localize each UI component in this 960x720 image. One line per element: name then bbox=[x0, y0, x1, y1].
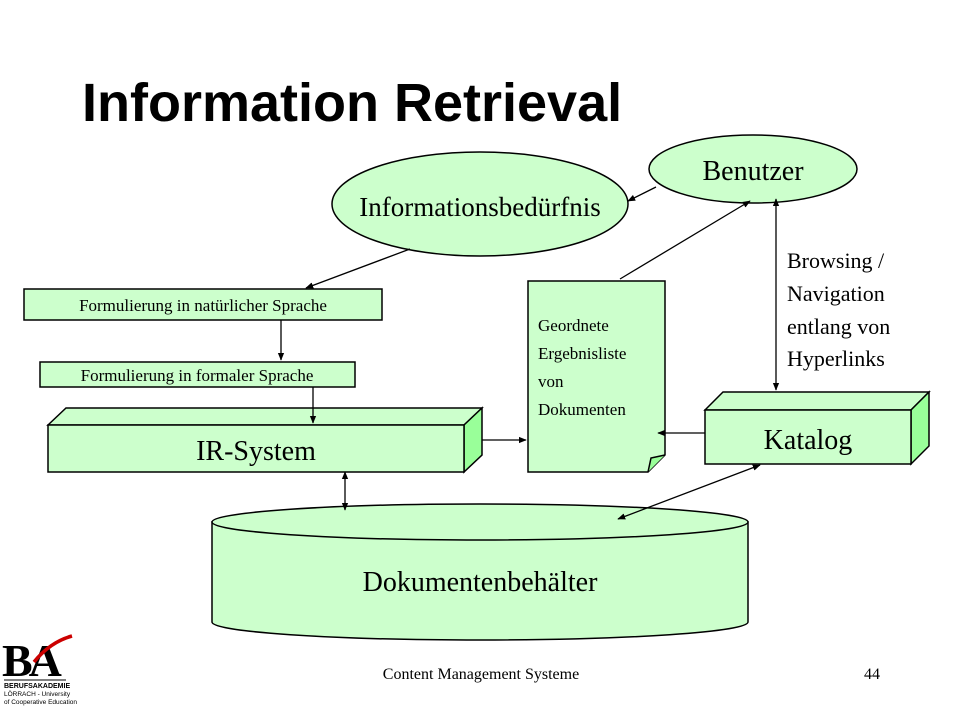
result-list-line: Dokumenten bbox=[538, 400, 626, 419]
ir-system-box: IR-System bbox=[46, 406, 484, 474]
info-need-label: Informationsbedürfnis bbox=[359, 192, 600, 222]
repository-label: Dokumentenbehälter bbox=[363, 567, 598, 598]
formal-language-label: Formulierung in formaler Sprache bbox=[81, 366, 314, 385]
arrows bbox=[277, 186, 780, 520]
result-list-node: Geordnete Ergebnisliste von Dokumenten bbox=[527, 280, 666, 473]
repository-cylinder: Dokumentenbehälter bbox=[211, 503, 749, 641]
browsing-line: entlang von bbox=[787, 314, 890, 339]
user-label: Benutzer bbox=[702, 156, 804, 187]
browsing-line: Browsing / bbox=[787, 248, 885, 273]
result-list-line: von bbox=[538, 372, 564, 391]
arrow-repository-catalog bbox=[617, 464, 761, 520]
user-node: Benutzer bbox=[648, 134, 858, 204]
logo-line: BERUFSAKADEMIE bbox=[4, 683, 70, 690]
arrow-results-to-user bbox=[619, 200, 751, 280]
browsing-line: Hyperlinks bbox=[787, 346, 885, 371]
logo-swoosh bbox=[32, 634, 73, 664]
ba-logo: BA BERUFSAKADEMIE LÖRRACH - University o… bbox=[2, 634, 77, 706]
arrow-user-to-need bbox=[627, 186, 657, 202]
footer-text: Content Management Systeme bbox=[383, 666, 579, 683]
slide-title: Information Retrieval bbox=[82, 73, 622, 133]
result-list-line: Geordnete bbox=[538, 316, 609, 335]
result-list-label: Geordnete Ergebnisliste von Dokumenten bbox=[538, 316, 631, 419]
browsing-label: Browsing / Navigation entlang von Hyperl… bbox=[787, 248, 896, 371]
arrow-need-to-natural bbox=[305, 248, 411, 289]
page-number: 44 bbox=[864, 666, 880, 683]
info-need-node: Informationsbedürfnis bbox=[331, 151, 629, 257]
formal-language-box: Formulierung in formaler Sprache bbox=[39, 361, 356, 388]
logo-line: LÖRRACH - University bbox=[4, 690, 71, 698]
logo-line: of Cooperative Education bbox=[4, 699, 77, 706]
browsing-line: Navigation bbox=[787, 281, 885, 306]
ir-system-label: IR-System bbox=[196, 436, 316, 467]
natural-language-label: Formulierung in natürlicher Sprache bbox=[79, 296, 327, 315]
result-list-line: Ergebnisliste bbox=[538, 344, 626, 363]
catalog-label: Katalog bbox=[764, 425, 853, 456]
catalog-box: Katalog bbox=[703, 390, 931, 466]
natural-language-box: Formulierung in natürlicher Sprache bbox=[23, 288, 383, 321]
